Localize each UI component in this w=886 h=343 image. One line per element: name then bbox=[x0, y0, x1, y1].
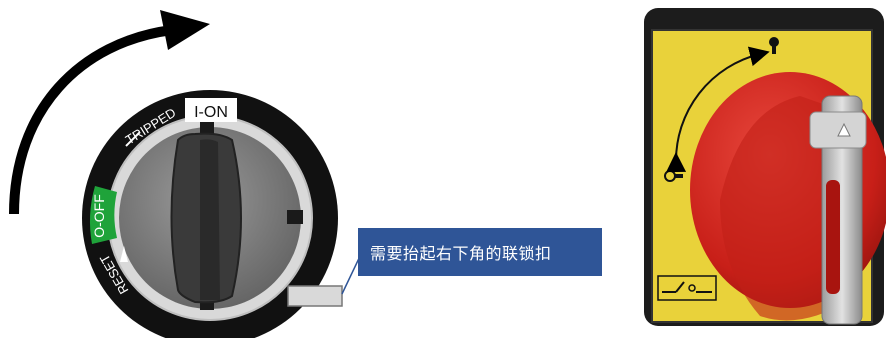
interlock-tab[interactable] bbox=[287, 285, 343, 307]
padlock-switch-icon bbox=[657, 275, 717, 301]
rotary-dial: I-ON TRIPPED O-OFF RESET bbox=[82, 90, 338, 343]
on-label-band bbox=[185, 98, 237, 122]
reset-arrow-icon bbox=[120, 246, 128, 262]
rotation-arrow-icon bbox=[9, 10, 210, 215]
callout-note: 需要抬起右下角的联锁扣 bbox=[358, 228, 602, 276]
off-segment bbox=[89, 186, 117, 244]
callout-text: 需要抬起右下角的联锁扣 bbox=[370, 244, 552, 263]
on-symbol-icon bbox=[769, 37, 779, 54]
off-label: O-OFF bbox=[91, 194, 107, 238]
right-notch bbox=[287, 210, 303, 224]
on-label: I-ON bbox=[194, 104, 228, 121]
switch-photo bbox=[644, 8, 886, 326]
